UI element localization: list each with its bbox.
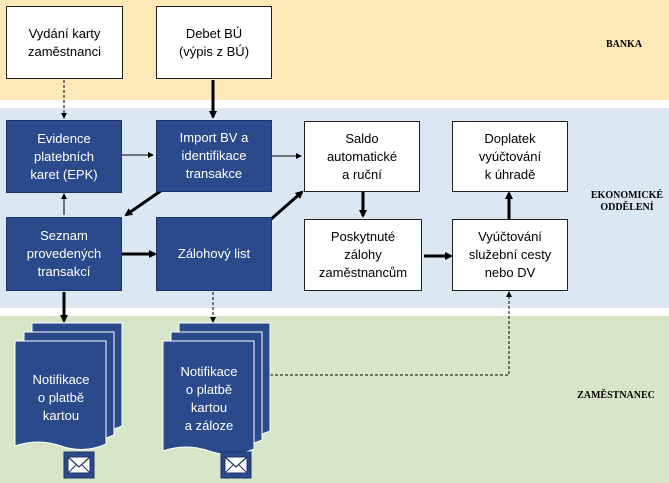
doc-text-line: kartou bbox=[191, 400, 227, 415]
node-zalohovy-list: Zálohový list bbox=[156, 217, 272, 291]
doc-text-line: kartou bbox=[43, 408, 79, 423]
doc-text-line: Notifikace bbox=[180, 364, 237, 379]
lane-label-employee: ZAMĚSTNANEC bbox=[577, 390, 655, 401]
arrow-import-to-seznam bbox=[124, 186, 166, 217]
node-evidence-karet: Evidence platebních karet (EPK) bbox=[6, 120, 122, 193]
node-import-bv: Import BV a identifikace transakce bbox=[156, 120, 272, 192]
doc-text-line: a záloze bbox=[185, 418, 233, 433]
envelope-icon bbox=[63, 451, 95, 479]
arrow-zalohovy-to-saldo bbox=[269, 190, 304, 222]
document-stack-notif-zaloze: Notifikace o platbě kartou a záloze bbox=[162, 322, 271, 455]
doc-text-line: Notifikace bbox=[32, 372, 89, 387]
document-stack-notif-kartou: Notifikace o platbě kartou bbox=[14, 322, 123, 450]
lane-label-bank: BANKA bbox=[605, 39, 643, 50]
arrow-notif-to-vyuctovani bbox=[270, 291, 512, 376]
doc-text-line: o platbě bbox=[38, 390, 84, 405]
node-saldo: Saldo automatické a ruční bbox=[304, 121, 420, 192]
node-vyuctovani-cesty: Vyúčtování služební cesty nebo DV bbox=[452, 219, 568, 291]
node-seznam-transakci: Seznam provedených transakcí bbox=[6, 217, 122, 291]
node-vydani-karty: Vydání karty zaměstnanci bbox=[6, 6, 123, 79]
envelope-icon bbox=[220, 451, 252, 479]
doc-text-line: o platbě bbox=[186, 382, 232, 397]
lane-label-econ: EKONOMICKÉ ODDĚLENÍ bbox=[590, 190, 664, 213]
node-doplatek: Doplatek vyúčtování k úhradě bbox=[452, 121, 568, 192]
node-poskytnute-zalohy: Poskytnuté zálohy zaměstnancům bbox=[304, 219, 422, 291]
node-debet-bu: Debet BÚ (výpis z BÚ) bbox=[156, 6, 272, 79]
